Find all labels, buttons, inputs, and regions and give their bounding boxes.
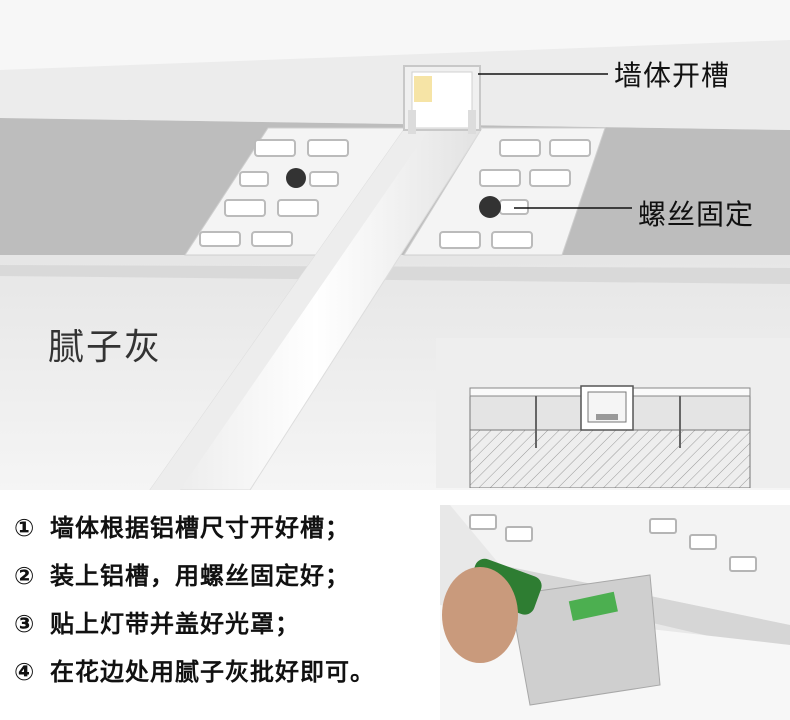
putty-application-photo [440,505,790,720]
step-3: ③ 贴上灯带并盖好光罩； [14,600,434,648]
step-number: ③ [14,610,36,638]
hand [442,567,518,663]
putty-label: 腻子灰 [48,327,163,368]
step-text: 贴上灯带并盖好光罩； [50,610,300,638]
installation-scene [0,40,790,490]
callout-wall-slot: 墙体开槽 [614,59,731,92]
step-1: ① 墙体根据铝槽尺寸开好槽； [14,504,434,552]
screw-right [479,196,501,218]
step-text: 墙体根据铝槽尺寸开好槽； [50,514,350,542]
callout-screw-fix: 螺丝固定 [638,198,755,231]
step-number: ④ [14,658,36,686]
channel-end-profile [403,65,481,134]
trowel-blade [509,574,661,706]
step-2: ② 装上铝槽，用螺丝固定好； [14,552,434,600]
step-text: 装上铝槽，用螺丝固定好； [50,562,350,590]
step-4: ④ 在花边处用腻子灰批好即可。 [14,648,434,696]
step-number: ① [14,514,36,542]
right-flange [403,127,606,256]
cross-section-diagram [436,338,790,488]
screw-left [286,168,306,188]
step-text: 在花边处用腻子灰批好即可。 [50,658,375,686]
step-number: ② [14,562,36,590]
trowel-label [568,591,618,621]
